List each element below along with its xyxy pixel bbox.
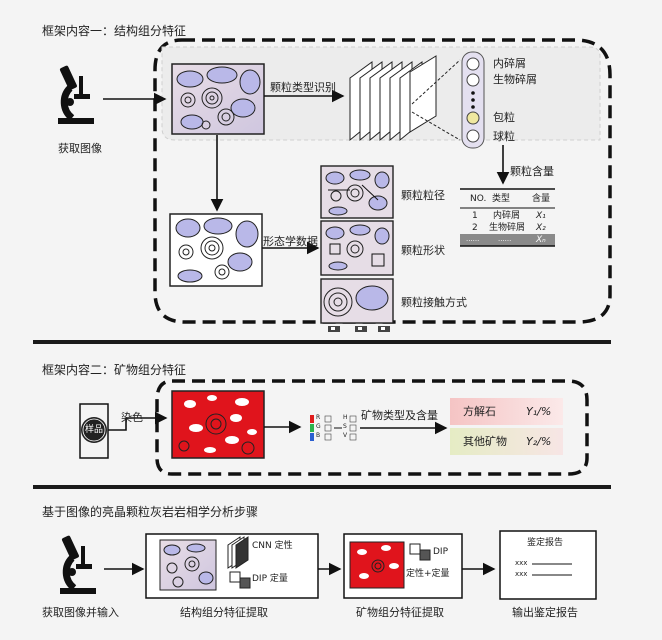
type-label-bioclast: 生物碎屑 — [493, 73, 537, 86]
table-cell: Xₙ — [536, 235, 546, 245]
table-cell: 1 — [472, 211, 478, 221]
step-structure-box — [145, 533, 319, 599]
content-table — [460, 188, 555, 247]
panel-contact — [320, 278, 394, 332]
sample-label: 样品 — [85, 425, 104, 435]
step-label-input: 获取图像并输入 — [42, 606, 119, 619]
table-header-no: NO. — [470, 194, 487, 204]
microscope-icon-2 — [60, 535, 96, 594]
table-cell: ...... — [498, 235, 512, 243]
step-label-structure: 结构组分特征提取 — [180, 606, 268, 619]
prop-grain-size: 颗粒粒径 — [401, 189, 445, 202]
morph-data-label: 形态学数据 — [263, 235, 318, 248]
table-cell: 2 — [472, 223, 478, 233]
sample-icon — [79, 403, 109, 459]
type-label-coated-grain: 包粒 — [493, 111, 515, 124]
panel-shape — [320, 220, 394, 276]
dip2-sub-label: 定性+定量 — [406, 569, 450, 579]
section2-title: 框架内容二：矿物组分特征 — [42, 363, 187, 377]
table-cell: 内碎屑 — [493, 211, 521, 221]
report-line-1: xxx — [515, 559, 528, 567]
divider-2 — [33, 485, 611, 489]
micrograph-mid — [169, 213, 263, 287]
table-cell: ...... — [466, 235, 480, 243]
table-cell: X₁ — [536, 211, 546, 221]
section2-dashed-frame — [155, 379, 589, 476]
hsv-label-s: S — [343, 423, 347, 430]
microscope-label: 获取图像 — [58, 142, 102, 155]
section1-title: 框架内容一：结构组分特征 — [42, 24, 187, 38]
cnn-layers — [349, 55, 461, 142]
rgb-label-b: B — [316, 432, 321, 439]
step-label-report: 输出鉴定报告 — [512, 606, 578, 619]
table-header-type: 类型 — [492, 194, 511, 204]
result-other-box — [450, 428, 563, 455]
hsv-label-v: V — [343, 432, 348, 439]
result-calcite-name: 方解石 — [463, 405, 496, 418]
section1-dashed-frame — [153, 38, 612, 324]
rgb-label-r: R — [316, 414, 321, 421]
step-label-mineral: 矿物组分特征提取 — [356, 606, 444, 619]
hsv-label-h: H — [343, 414, 348, 421]
dip2-label: DIP — [433, 547, 449, 557]
mineral-type-label: 矿物类型及含量 — [361, 409, 438, 422]
grain-content-label: 颗粒含量 — [510, 165, 554, 178]
panel-size — [320, 165, 394, 219]
report-title: 鉴定报告 — [527, 538, 564, 548]
microscope-icon — [58, 65, 94, 124]
table-cell: 生物碎屑 — [489, 223, 526, 233]
stained-micrograph — [171, 390, 265, 459]
color-channels — [310, 415, 357, 441]
table-header-content: 含量 — [532, 194, 551, 204]
step-grain-type-label: 颗粒类型识别 — [270, 81, 336, 94]
type-label-intraclast: 内碎屑 — [493, 57, 526, 70]
report-box — [499, 530, 597, 600]
prop-grain-shape: 颗粒形状 — [401, 244, 445, 257]
stain-label: 染色 — [121, 411, 143, 424]
prop-grain-contact: 颗粒接触方式 — [401, 296, 467, 309]
divider-1 — [33, 340, 611, 344]
result-calcite-value: Y₁/% — [526, 405, 552, 418]
step-mineral-box — [343, 533, 463, 599]
result-calcite-box — [450, 398, 563, 425]
table-cell: X₂ — [536, 223, 546, 233]
type-label-pellet: 球粒 — [493, 130, 515, 143]
section3-title: 基于图像的亮晶颗粒灰岩岩相学分析步骤 — [42, 505, 259, 519]
micrograph-top — [171, 63, 265, 135]
rgb-label-g: G — [316, 423, 321, 430]
dip-label: DIP 定量 — [252, 574, 288, 584]
report-line-2: xxx — [515, 570, 528, 578]
cnn-label: CNN 定性 — [252, 541, 293, 551]
result-other-name: 其他矿物 — [463, 435, 507, 448]
result-other-value: Y₂/% — [526, 435, 552, 448]
